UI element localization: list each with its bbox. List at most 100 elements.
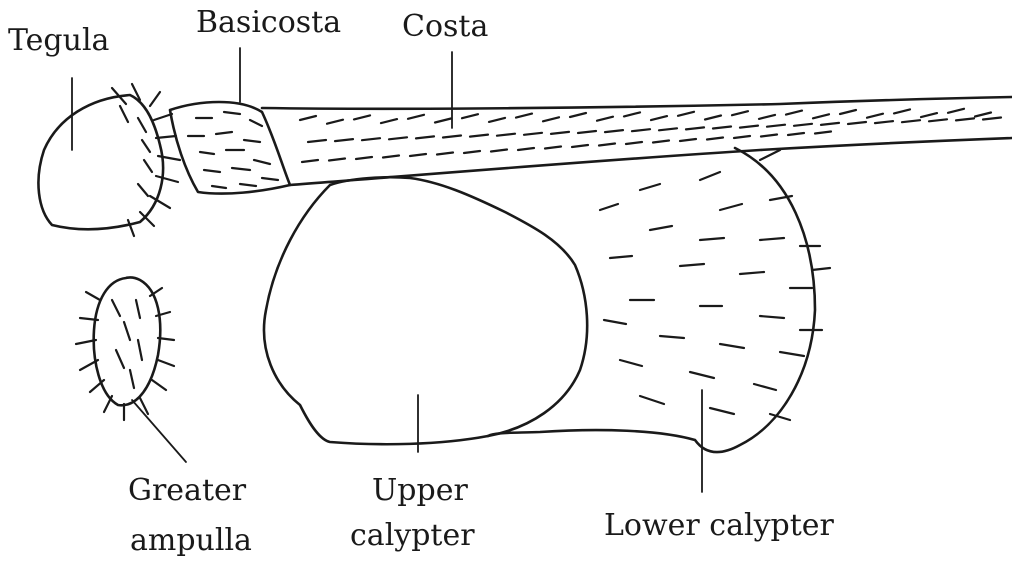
ampulla-seta <box>124 322 130 340</box>
lower-calypter-seta <box>620 360 642 366</box>
lower-calypter-structure <box>488 148 830 452</box>
upper-calypter-label-line2: calypter <box>350 518 475 553</box>
greater-ampulla-label-line1: Greater <box>128 473 247 508</box>
ampulla-seta <box>152 380 166 390</box>
costa-seta <box>734 136 750 138</box>
ampulla-seta <box>104 396 112 412</box>
costa-seta <box>624 112 640 116</box>
costa-seta <box>713 127 731 129</box>
costa-seta <box>740 126 758 128</box>
costa-seta <box>389 137 407 139</box>
costa-seta <box>302 160 318 162</box>
costa-setae <box>300 109 1001 162</box>
costa-seta <box>921 113 937 117</box>
greater-ampulla-leader-line <box>132 400 186 462</box>
costa-seta <box>875 121 893 123</box>
ampulla-seta <box>130 370 134 388</box>
costa-seta <box>545 147 561 149</box>
costa-seta <box>840 110 856 114</box>
costa-seta <box>408 115 424 119</box>
lower-calypter-label: Lower calypter <box>604 508 835 543</box>
costa-seta <box>551 132 569 134</box>
tegula-seta <box>144 160 152 172</box>
tegula-seta <box>138 184 148 196</box>
costa-seta <box>437 153 453 155</box>
costa-seta <box>821 123 839 125</box>
costa-seta <box>524 133 542 135</box>
costa-seta <box>707 138 723 140</box>
tegula-seta <box>120 106 128 122</box>
lower-calypter-seta <box>640 184 660 190</box>
costa-seta <box>794 124 812 126</box>
tegula-label: Tegula <box>8 23 110 58</box>
costa-seta <box>767 125 785 127</box>
lower-calypter-seta <box>720 344 744 348</box>
ampulla-seta <box>136 300 140 318</box>
costa-seta <box>815 132 831 134</box>
upper-calypter-label-line1: Upper <box>372 473 468 508</box>
costa-seta <box>867 114 883 118</box>
lower-calypter-seta <box>600 204 618 210</box>
basicosta-seta <box>232 168 250 170</box>
costa-seta <box>362 138 380 140</box>
greater-ampulla-structure <box>76 277 174 420</box>
costa-seta <box>464 151 480 153</box>
costa-seta <box>975 113 991 117</box>
costa-seta <box>732 111 748 115</box>
basicosta-label: Basicosta <box>196 5 341 40</box>
costa-seta <box>470 135 488 137</box>
tegula-seta <box>142 140 150 152</box>
costa-seta <box>578 131 596 133</box>
costa-seta <box>632 129 650 131</box>
costa-seta <box>335 139 353 141</box>
costa-seta <box>680 139 696 141</box>
costa-seta <box>686 127 704 129</box>
costa-seta <box>543 117 559 121</box>
basicosta-structure <box>170 102 290 194</box>
basicosta-seta <box>200 152 214 154</box>
ampulla-seta <box>158 360 174 366</box>
costa-seta <box>813 114 829 118</box>
basicosta-seta <box>250 120 262 126</box>
costa-seta <box>570 113 586 117</box>
costa-seta <box>599 144 615 146</box>
costa-seta <box>443 136 461 138</box>
costa-seta <box>948 109 964 113</box>
costa-seta <box>651 116 667 120</box>
costa-seta <box>659 128 677 130</box>
costa-seta <box>383 156 399 158</box>
ampulla-seta <box>116 350 124 368</box>
costa-structure <box>262 97 1012 185</box>
costa-seta <box>653 141 669 143</box>
costa-seta <box>381 119 397 123</box>
lower-calypter-seta <box>760 316 784 318</box>
lower-calypter-seta <box>680 264 704 266</box>
costa-seta <box>848 122 866 124</box>
basicosta-seta <box>240 184 256 186</box>
lower-calypter-seta <box>610 256 632 258</box>
lower-calypter-seta <box>754 384 776 390</box>
costa-seta <box>354 115 370 119</box>
tegula-seta <box>138 118 146 132</box>
lower-calypter-seta <box>760 238 784 240</box>
ampulla-seta <box>138 340 142 360</box>
costa-seta <box>410 154 426 156</box>
tegula-setae <box>112 84 180 236</box>
lower-calypter-seta <box>812 268 830 270</box>
basicosta-seta <box>254 160 270 164</box>
lower-calypter-seta <box>700 172 720 180</box>
costa-seta <box>678 112 694 116</box>
lower-calypter-seta <box>700 238 724 240</box>
costa-seta <box>705 116 721 120</box>
basicosta-seta <box>204 170 220 172</box>
costa-seta <box>626 142 642 144</box>
costa-seta <box>516 114 532 118</box>
costa-seta <box>497 134 515 136</box>
costa-seta <box>956 118 974 120</box>
costa-seta <box>435 119 451 123</box>
costa-seta <box>356 157 372 159</box>
costa-seta <box>462 114 478 118</box>
costa-seta <box>416 136 434 138</box>
basicosta-seta <box>262 178 278 180</box>
